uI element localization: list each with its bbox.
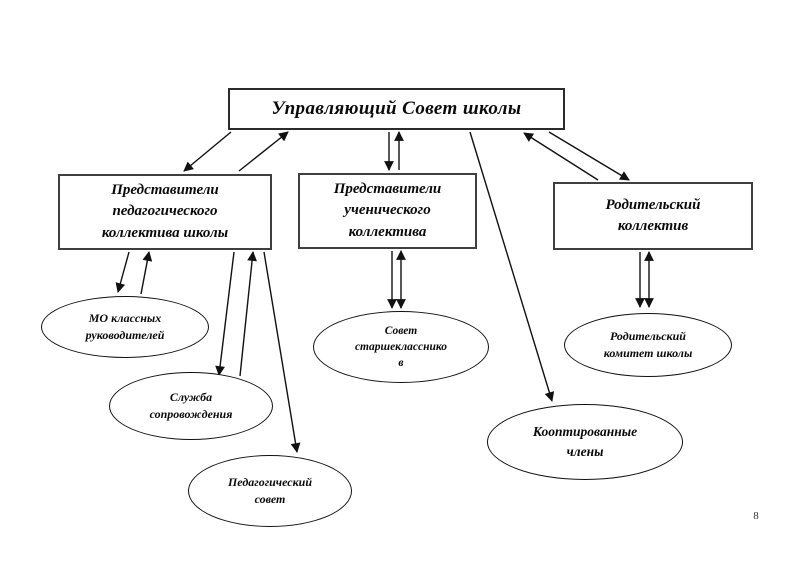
- node-senior-students-council: Совет старшекласснико в: [313, 311, 489, 383]
- page-number: 8: [753, 510, 759, 522]
- node-label-line: старшекласснико: [354, 340, 448, 353]
- node-label-line: комитет школы: [603, 346, 693, 360]
- node-student-representatives: Представители ученического коллектива: [298, 173, 477, 249]
- node-pedagogical-council: Педагогический совет: [188, 455, 352, 527]
- node-label-line: Служба: [169, 389, 213, 404]
- node-label-line: совет: [254, 492, 286, 506]
- node-label-line: коллектива школы: [101, 224, 229, 241]
- node-support-service: Служба сопровождения: [109, 372, 273, 440]
- node-label-line: сопровождения: [149, 407, 233, 421]
- node-label-line: в: [398, 357, 404, 370]
- arrow-root-to-coopted-members: [469, 131, 555, 402]
- node-label-line: ученического: [344, 202, 431, 219]
- node-label-line: члены: [566, 444, 604, 459]
- node-label-line: Родительский: [605, 196, 701, 213]
- node-pedagogical-representatives: Представители педагогического коллектива…: [58, 174, 272, 250]
- node-label-line: Совет: [384, 324, 418, 337]
- node-parent-committee: Родительский комитет школы: [564, 313, 732, 377]
- node-label-line: Управляющий Совет школы: [271, 98, 522, 119]
- node-label-line: педагогического: [112, 203, 218, 220]
- node-label-line: Представители: [111, 182, 219, 199]
- node-label-line: коллектив: [617, 218, 689, 234]
- node-label-line: руководителей: [85, 328, 165, 342]
- arrow-pedagogical-to-pedagogical-council: [263, 251, 301, 453]
- arrow-root-to-pedagogical: [183, 131, 232, 172]
- arrow-pedagogical-to-mo-class-teachers: [115, 251, 130, 293]
- arrow-pedagogical-to-root: [238, 131, 289, 172]
- arrow-mo-class-teachers-to-pedagogical: [140, 251, 153, 295]
- arrow-root-to-parents: [548, 131, 630, 181]
- arrow-pedagogical-to-support-service: [215, 251, 235, 376]
- node-label-line: Родительский: [610, 328, 686, 343]
- node-parent-collective: Родительский коллектив: [553, 182, 753, 250]
- node-label-line: Представители: [333, 181, 442, 198]
- node-label-line: Кооптированные: [532, 423, 638, 439]
- node-root-managing-council: Управляющий Совет школы: [228, 88, 565, 130]
- arrow-parents-to-root: [523, 132, 599, 181]
- node-mo-class-teachers: МО классных руководителей: [41, 296, 209, 358]
- node-label-line: Педагогический: [227, 474, 313, 489]
- node-label-line: МО классных: [88, 310, 162, 325]
- node-label-line: коллектива: [348, 223, 427, 240]
- node-coopted-members: Кооптированные члены: [487, 404, 683, 480]
- arrow-support-service-to-pedagogical: [239, 251, 257, 377]
